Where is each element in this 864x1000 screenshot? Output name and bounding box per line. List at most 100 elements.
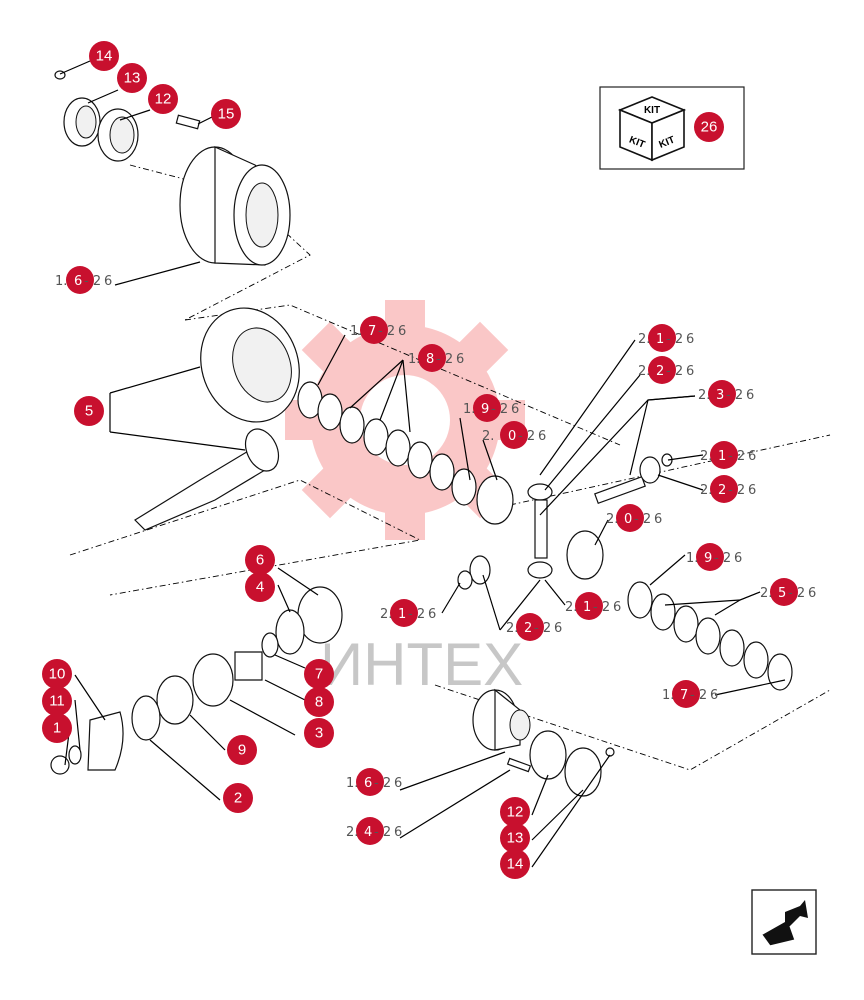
svg-text:- 2: - 2 <box>726 388 743 403</box>
pinion-bearing-group <box>131 586 343 741</box>
bolt-top <box>175 114 201 130</box>
next-page-button[interactable] <box>751 889 817 955</box>
svg-text:- 2: - 2 <box>534 621 551 636</box>
svg-text:1.: 1. <box>686 551 698 566</box>
callout-13-bottom: 13 <box>500 823 530 853</box>
ref-1-7-right: 1. 7 - 2 6 <box>662 680 718 708</box>
svg-text:9: 9 <box>481 402 489 417</box>
washer-11 <box>68 745 82 765</box>
svg-text:2: 2 <box>718 483 726 498</box>
svg-text:2.: 2. <box>506 621 518 636</box>
svg-text:6: 6 <box>398 324 406 339</box>
svg-text:- 2: - 2 <box>593 600 610 615</box>
svg-text:2.: 2. <box>565 600 577 615</box>
hub-housing <box>179 146 291 266</box>
svg-text:6: 6 <box>394 825 402 840</box>
spacer-8 <box>234 651 263 681</box>
ref-2-0-top: 2. 0 - 2 6 <box>482 421 546 449</box>
svg-text:5: 5 <box>85 403 93 420</box>
svg-text:7: 7 <box>680 688 688 703</box>
svg-text:2.: 2. <box>638 332 650 347</box>
svg-text:3: 3 <box>716 388 724 403</box>
ref-2-0-right: 2. 0 - 2 6 <box>606 504 662 532</box>
svg-text:26: 26 <box>701 119 718 136</box>
svg-text:8: 8 <box>315 694 323 711</box>
svg-text:12: 12 <box>507 804 524 821</box>
callout-9: 9 <box>227 735 257 765</box>
svg-text:- 2: - 2 <box>374 776 391 791</box>
flange-group <box>50 711 124 775</box>
svg-text:1: 1 <box>398 607 406 622</box>
svg-text:1: 1 <box>718 449 726 464</box>
ring-gear-pinion-assembly <box>134 307 300 531</box>
svg-text:7: 7 <box>368 324 376 339</box>
watermark-text: ИНТЕХ <box>320 631 523 698</box>
svg-text:2.: 2. <box>700 449 712 464</box>
shim-4 <box>275 609 305 655</box>
clutch-disc-stack-left <box>297 381 477 506</box>
callout-14-bottom: 14 <box>500 849 530 879</box>
svg-text:- 2: - 2 <box>728 449 745 464</box>
callout-13-top: 13 <box>117 63 147 93</box>
svg-text:6: 6 <box>511 402 519 417</box>
svg-text:6: 6 <box>748 483 756 498</box>
svg-text:1.: 1. <box>346 776 358 791</box>
svg-text:1.: 1. <box>55 274 67 289</box>
svg-text:2.: 2. <box>346 825 358 840</box>
svg-text:6: 6 <box>104 274 112 289</box>
svg-text:0: 0 <box>508 429 516 444</box>
svg-text:2: 2 <box>656 364 664 379</box>
ref-2-5: 2. 5 - 2 6 <box>760 578 816 606</box>
svg-text:1.: 1. <box>408 352 420 367</box>
callout-7: 7 <box>304 659 334 689</box>
ref-2-4: 2. 4 - 2 6 <box>346 817 402 845</box>
ring-nut-bottom <box>564 747 602 797</box>
svg-text:1: 1 <box>583 600 591 615</box>
ref-2-1-mid: 2. 1 - 2 6 <box>380 599 436 627</box>
ref-2-1-top: 2. 1 - 2 6 <box>638 324 694 352</box>
ring-7 <box>261 632 279 658</box>
svg-text:6: 6 <box>394 776 402 791</box>
flange-10 <box>87 711 124 771</box>
reference-labels: 1. 6 - 2 6 1. 7 - 2 6 1. 8 - 2 6 1. 9 - … <box>55 266 816 845</box>
callout-15: 15 <box>211 99 241 129</box>
svg-text:- 2: - 2 <box>666 364 683 379</box>
svg-text:6: 6 <box>746 388 754 403</box>
ref-1-6-bottom: 1. 6 - 2 6 <box>346 768 402 796</box>
svg-text:12: 12 <box>155 91 172 108</box>
lock-screw-bottom <box>605 747 615 757</box>
callout-6: 6 <box>245 545 275 575</box>
svg-text:6: 6 <box>74 274 82 289</box>
ref-1-7-top: 1. 7 - 2 6 <box>350 316 406 344</box>
ring-nut-top <box>63 97 101 147</box>
lower-hub-assembly <box>472 688 615 797</box>
svg-text:13: 13 <box>507 830 524 847</box>
svg-text:14: 14 <box>96 48 113 65</box>
callout-12-bottom: 12 <box>500 797 530 827</box>
next-page-arrow-icon <box>761 900 808 947</box>
pinion-shaft <box>134 428 280 531</box>
svg-text:6: 6 <box>748 449 756 464</box>
svg-text:1.: 1. <box>350 324 362 339</box>
callout-5: 5 <box>74 396 104 426</box>
svg-text:2.: 2. <box>760 586 772 601</box>
callout-2: 2 <box>223 783 253 813</box>
svg-text:2.: 2. <box>482 429 494 444</box>
callout-3: 3 <box>304 718 334 748</box>
svg-text:2.: 2. <box>700 483 712 498</box>
svg-text:4: 4 <box>256 579 264 596</box>
svg-text:13: 13 <box>124 70 141 87</box>
svg-text:1: 1 <box>656 332 664 347</box>
svg-text:5: 5 <box>778 586 786 601</box>
ref-2-1-mid2: 2. 1 - 2 6 <box>565 592 621 620</box>
callout-12-top: 12 <box>148 84 178 114</box>
svg-text:- 2: - 2 <box>634 512 651 527</box>
svg-text:6: 6 <box>456 352 464 367</box>
callouts: 14 13 12 15 5 6 4 7 8 3 10 11 1 9 2 12 1… <box>42 41 530 879</box>
svg-text:6: 6 <box>554 621 562 636</box>
svg-text:6: 6 <box>710 688 718 703</box>
svg-text:1.: 1. <box>463 402 475 417</box>
kit-number-badge: 26 <box>694 112 724 142</box>
svg-text:- 2: - 2 <box>728 483 745 498</box>
